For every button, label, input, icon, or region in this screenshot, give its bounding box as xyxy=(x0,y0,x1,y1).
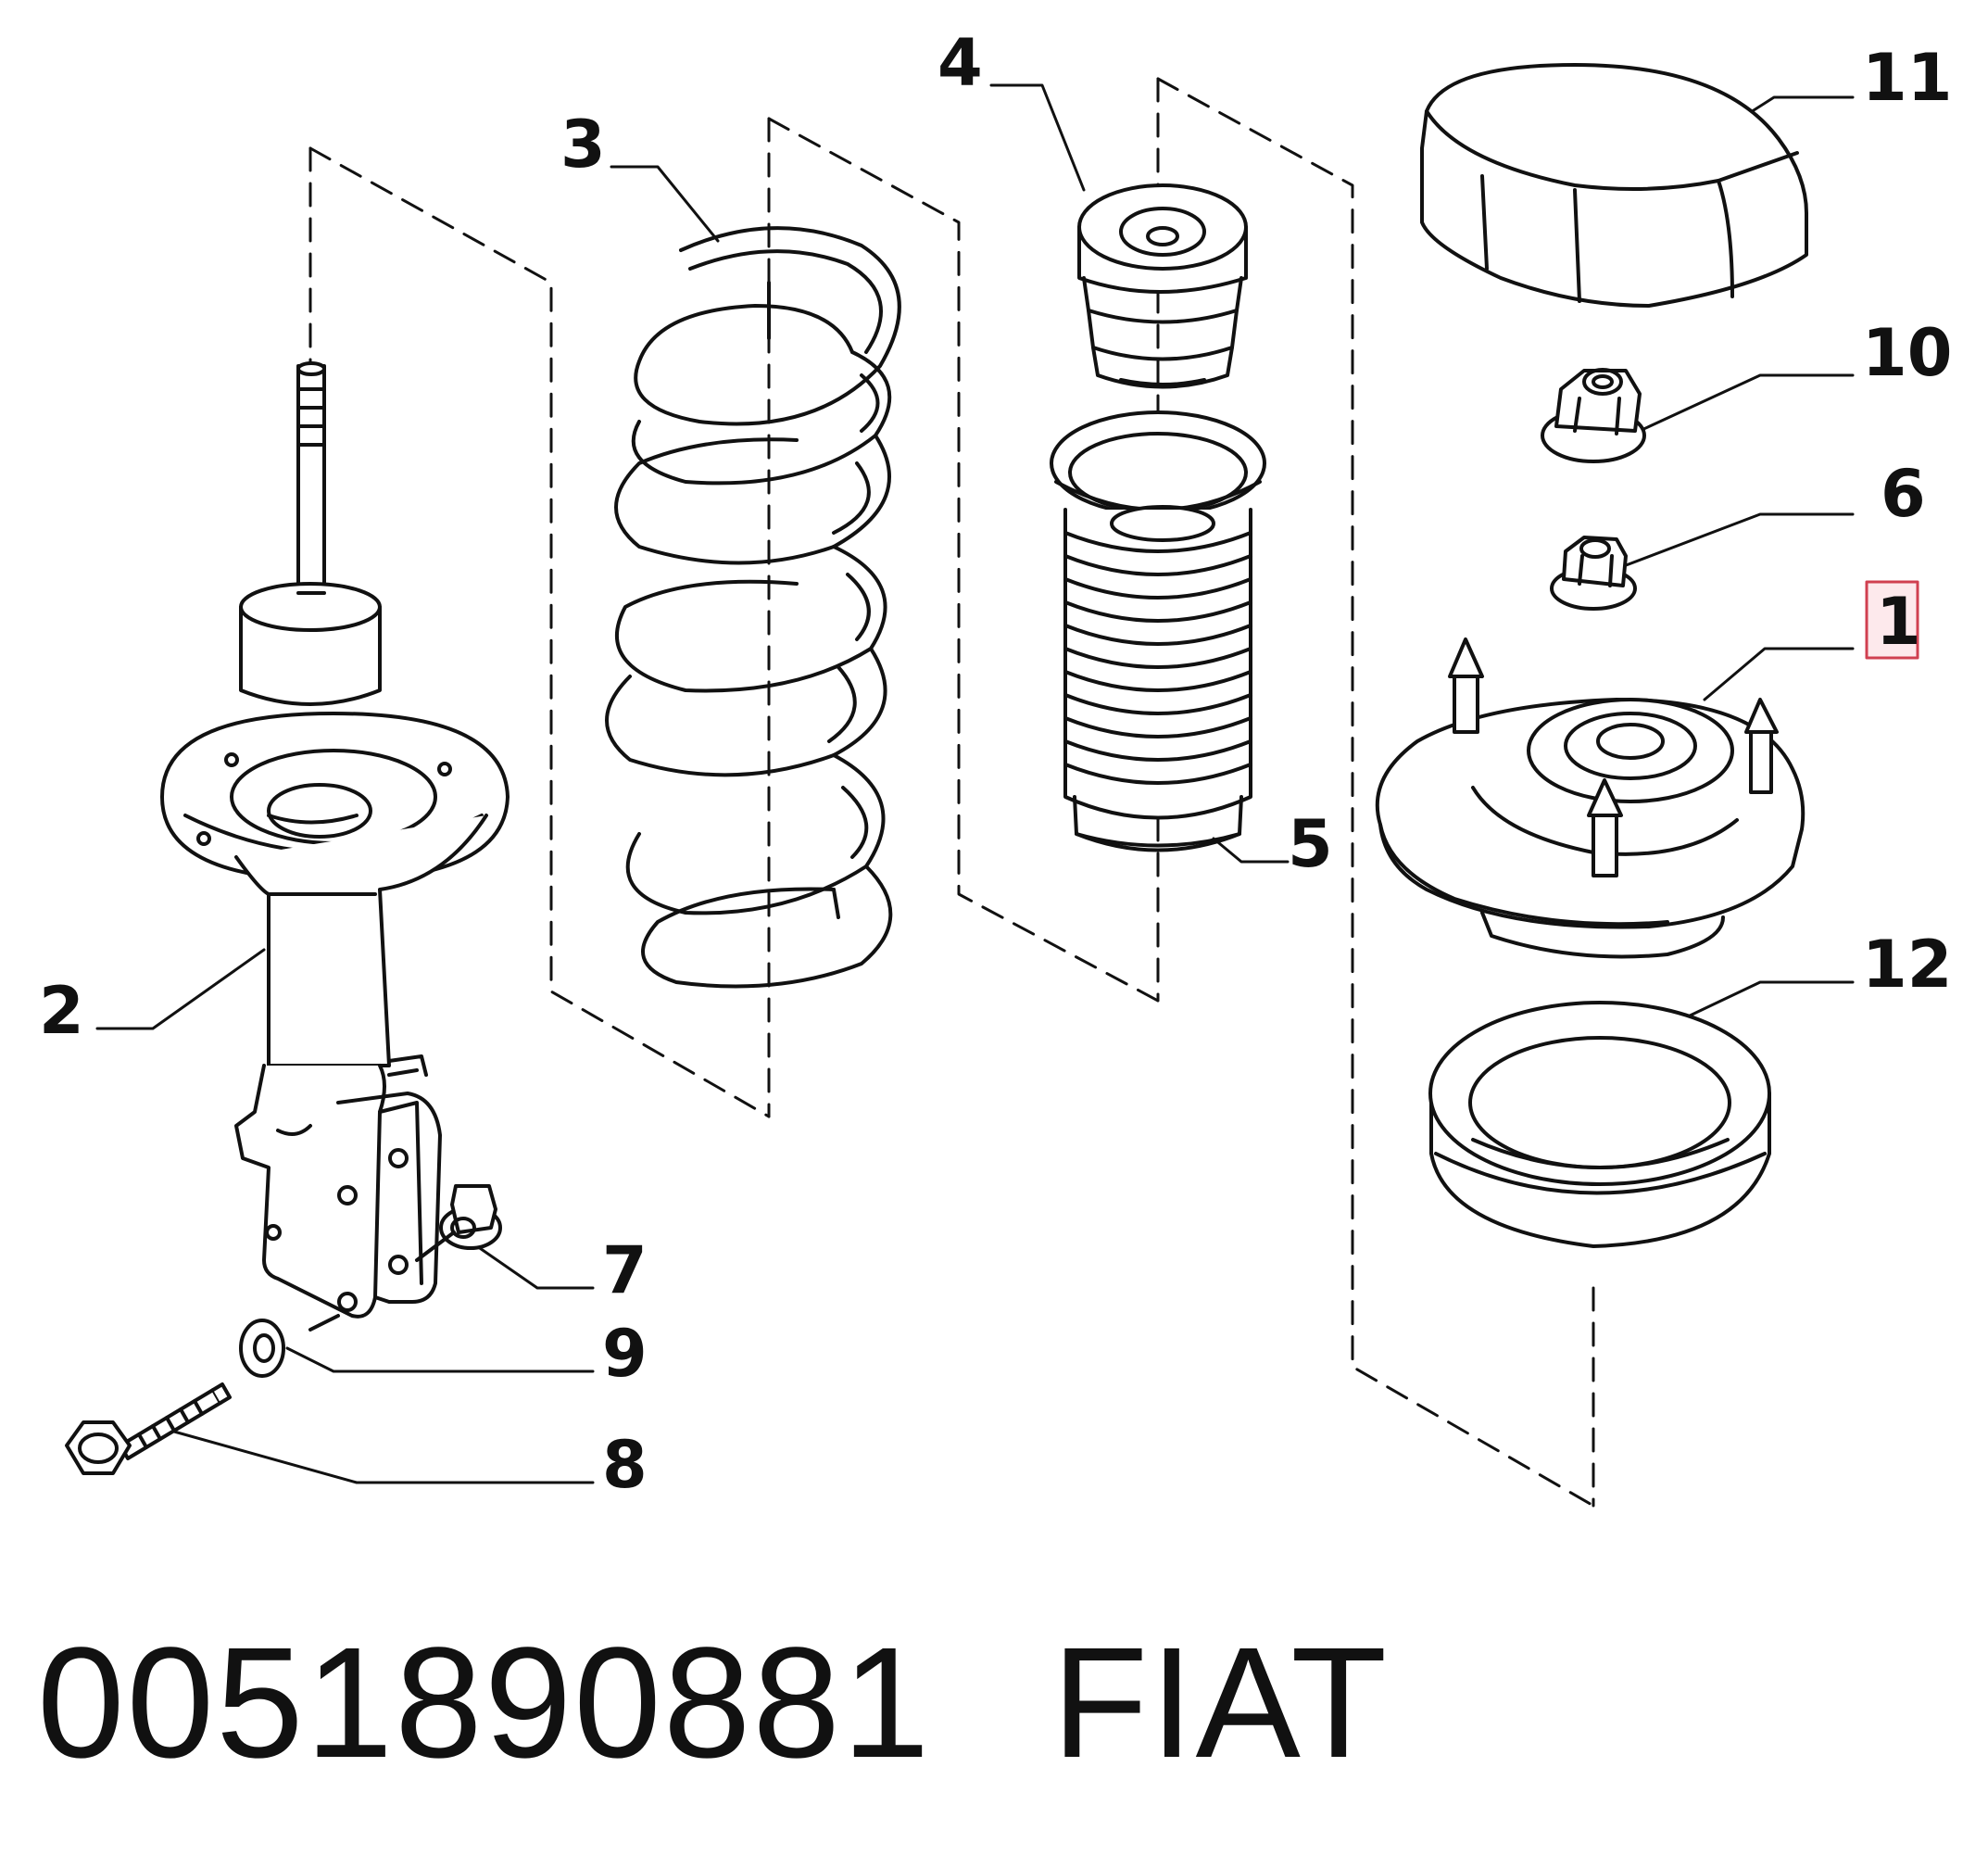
coil-spring xyxy=(605,226,901,989)
highlight-box xyxy=(1865,580,1919,660)
hex-bolt-8 xyxy=(65,1382,232,1475)
flange-nut-10 xyxy=(1541,368,1646,463)
part-label-5: 5 xyxy=(1288,806,1333,882)
part-label-7: 7 xyxy=(602,1232,648,1308)
part-label-1: 1 xyxy=(1876,584,1921,660)
part-label-4: 4 xyxy=(937,25,983,101)
footer-caption: 0051890881 FIAT xyxy=(37,1612,1509,1794)
part-label-3: 3 xyxy=(560,107,606,183)
part-label-11: 11 xyxy=(1862,40,1952,116)
strut-top-mount xyxy=(1375,637,1806,959)
part-label-9: 9 xyxy=(602,1316,648,1392)
brand-name: FIAT xyxy=(1051,1615,1390,1791)
part-label-10: 10 xyxy=(1862,315,1952,391)
dust-boot xyxy=(1050,410,1266,852)
cover-cap xyxy=(1420,63,1808,308)
flange-nut-7 xyxy=(415,1184,502,1262)
part-label-2: 2 xyxy=(39,973,84,1049)
part-label-8: 8 xyxy=(602,1427,648,1503)
part-labels: 4 11 3 10 6 1 5 12 2 7 9 8 xyxy=(39,25,1952,1503)
shock-absorber-strut xyxy=(160,361,510,1319)
part-number: 0051890881 xyxy=(37,1615,932,1791)
bearing-ring xyxy=(1428,1001,1771,1248)
flange-nut-6 xyxy=(1550,536,1637,611)
washer-9 xyxy=(239,1314,340,1378)
part-label-6: 6 xyxy=(1881,456,1926,532)
part-label-12: 12 xyxy=(1862,927,1952,1003)
leader-lines xyxy=(95,83,1855,1484)
bump-stop xyxy=(1077,183,1248,389)
